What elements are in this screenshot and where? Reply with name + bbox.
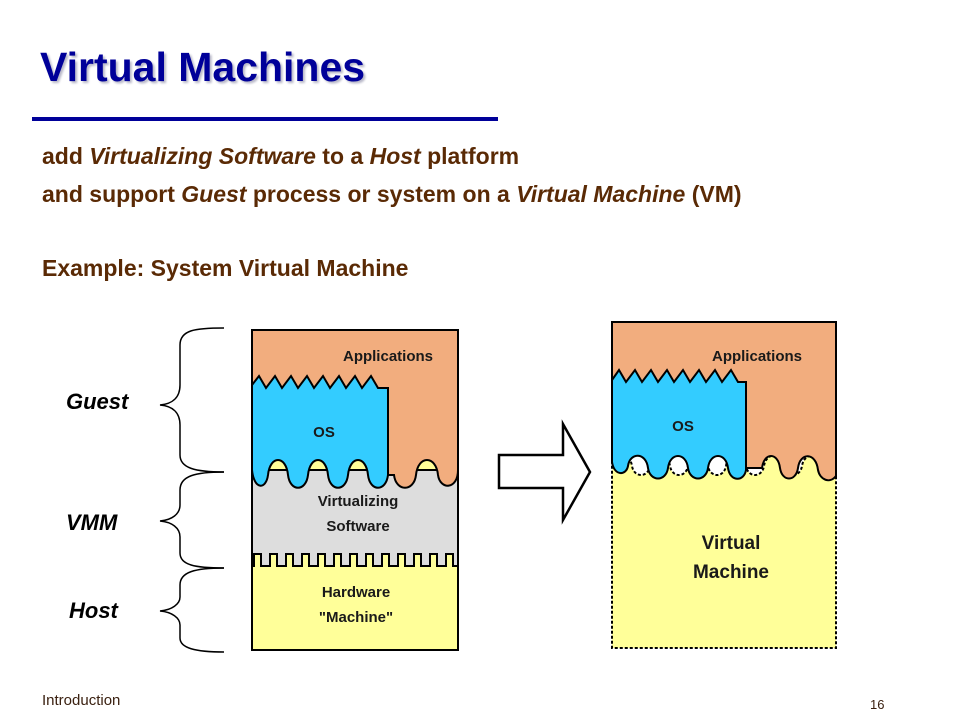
body-line-2: and support Guest process or system on a… <box>42 181 742 208</box>
host-label: Host <box>69 598 120 623</box>
body-text: add <box>42 143 90 169</box>
slide-title: Virtual Machines <box>40 44 366 90</box>
body-text: to a <box>315 143 370 169</box>
virtual-machine-label-2: Machine <box>693 562 769 583</box>
vm-os-label: OS <box>672 418 694 435</box>
left-applications-label: Applications <box>343 348 433 365</box>
body-text: process or system on a <box>246 181 517 207</box>
vm-applications-label: Applications <box>712 348 802 365</box>
virtual-machine-label-1: Virtual <box>702 533 761 554</box>
title-underline <box>32 117 498 121</box>
body-line-3: Example: System Virtual Machine <box>42 255 409 281</box>
vm-os-layer <box>611 368 747 480</box>
right-arrow-icon <box>497 419 592 525</box>
host-brace <box>159 567 225 653</box>
virtualizing-software-layer <box>251 469 459 567</box>
body-text: and support <box>42 181 182 207</box>
left-stack: Applications OS Virtualizing Software Ha… <box>251 329 459 651</box>
vmm-label: VMM <box>66 510 118 535</box>
footer-section-label: Introduction <box>42 692 121 709</box>
hardware-label-1: Hardware <box>322 584 390 601</box>
guest-label: Guest <box>66 389 130 414</box>
emphasis-text: Host <box>369 143 421 169</box>
emphasis-text: Virtualizing Software <box>89 143 316 169</box>
emphasis-text: Virtual Machine <box>516 181 686 207</box>
body-text: platform <box>420 143 520 169</box>
left-stack-border <box>251 329 459 651</box>
slide-number: 16 <box>870 697 885 712</box>
virtualizing-software-label-2: Software <box>326 518 389 535</box>
body-text: (VM) <box>685 181 742 207</box>
hardware-label-2: "Machine" <box>319 609 393 626</box>
guest-brace <box>159 327 225 473</box>
right-stack-border <box>611 321 837 476</box>
right-stack: Applications OS Virtual Machine <box>611 321 837 649</box>
left-os-label: OS <box>313 424 335 441</box>
vmm-brace <box>159 471 225 569</box>
virtualizing-software-label-1: Virtualizing <box>318 493 399 510</box>
body-line-1: add Virtualizing Software to a Host plat… <box>42 143 519 170</box>
os-layer <box>251 374 389 489</box>
vm-applications-layer <box>611 321 837 482</box>
applications-layer <box>251 329 459 489</box>
emphasis-text: Guest <box>181 181 247 207</box>
